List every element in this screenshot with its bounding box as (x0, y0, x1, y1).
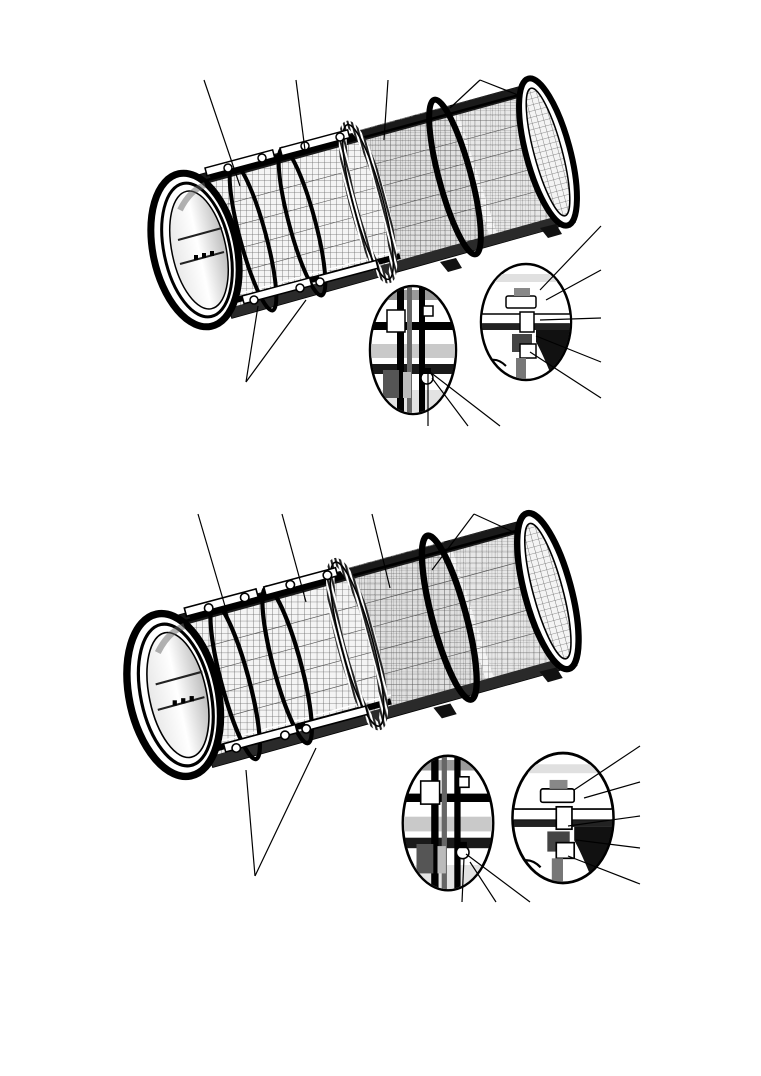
drum-assembly-lower (113, 507, 591, 785)
leader-line (429, 371, 501, 427)
bolt-clamp-detail-upper (368, 280, 458, 420)
bolt-clamp-detail-lower (401, 750, 496, 897)
leader-line (295, 79, 306, 151)
flange-section-detail-upper (476, 264, 576, 382)
leader-line (431, 377, 469, 427)
leader-line (539, 225, 602, 291)
leader-line (567, 855, 641, 885)
leader-line (583, 781, 641, 799)
leader-line (383, 79, 389, 141)
leader-line (203, 79, 241, 187)
leader-line (431, 513, 475, 571)
leader-line (245, 769, 256, 877)
leader-line (197, 513, 233, 631)
leader-line (473, 513, 521, 536)
leader-line (461, 857, 465, 903)
leader-line (535, 335, 602, 363)
leader-line (254, 747, 317, 877)
leader-line (573, 745, 641, 791)
leader-line (479, 79, 519, 96)
leader-line (245, 299, 307, 383)
figure-upper (138, 73, 602, 427)
flange-section-detail-lower (507, 753, 619, 885)
leader-line (245, 305, 259, 383)
leader-lines-lower (197, 513, 641, 903)
leader-line (449, 79, 481, 109)
leader-line (529, 351, 602, 399)
leader-line (545, 269, 602, 301)
leader-line (281, 513, 307, 603)
leader-line (469, 861, 497, 903)
leader-line (371, 513, 391, 589)
figure-lower (113, 507, 641, 903)
leader-line (567, 815, 641, 827)
leader-lines-upper (203, 79, 602, 427)
leader-line (575, 839, 641, 849)
leader-line (465, 853, 531, 903)
leader-line (539, 317, 602, 321)
